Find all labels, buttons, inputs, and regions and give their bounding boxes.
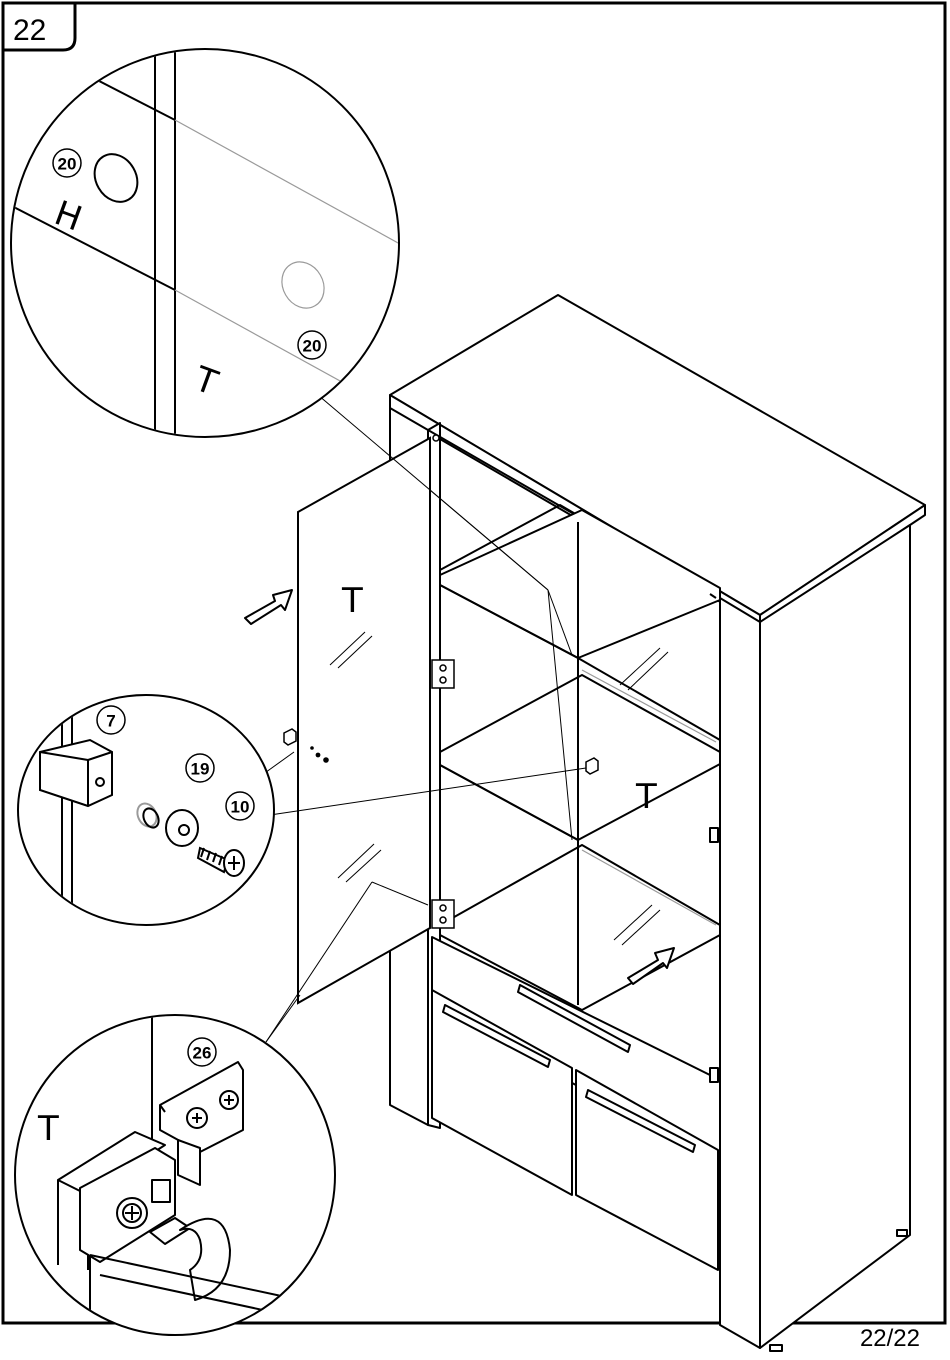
left-door-letter: T [341,581,363,621]
cabinet-top-pin [433,435,439,441]
svg-text:7: 7 [106,712,115,731]
left-glass-door [298,438,430,1003]
cabinet-hinge-lower [432,900,454,928]
step-number: 22 [13,14,46,47]
cabinet-hinge-upper [432,660,454,688]
part-badge-20a: 20 [53,149,81,177]
svg-text:10: 10 [231,798,250,817]
svg-text:26: 26 [193,1044,212,1063]
step-badge: 22 [3,3,75,50]
hinge-detail-letter: T [37,1109,59,1149]
part-badge-20b: 20 [298,331,326,359]
svg-text:20: 20 [58,155,77,174]
part-badge-7: 7 [97,706,125,734]
part-badge-19: 19 [186,754,214,782]
detail-callout-hinge: 26 T [15,1000,335,1340]
svg-text:19: 19 [191,760,210,779]
cabinet-body [390,295,925,1351]
detail-callout-fittings: 7 19 10 [18,680,274,940]
page-indicator: 22/22 [860,1325,920,1353]
part-badge-26: 26 [188,1038,216,1066]
right-door-letter: T [635,777,657,817]
detail-callout-dowels: 20 20 H T [0,0,420,500]
part-badge-10: 10 [226,792,254,820]
hinge-leader [266,995,300,1042]
svg-text:20: 20 [303,337,322,356]
